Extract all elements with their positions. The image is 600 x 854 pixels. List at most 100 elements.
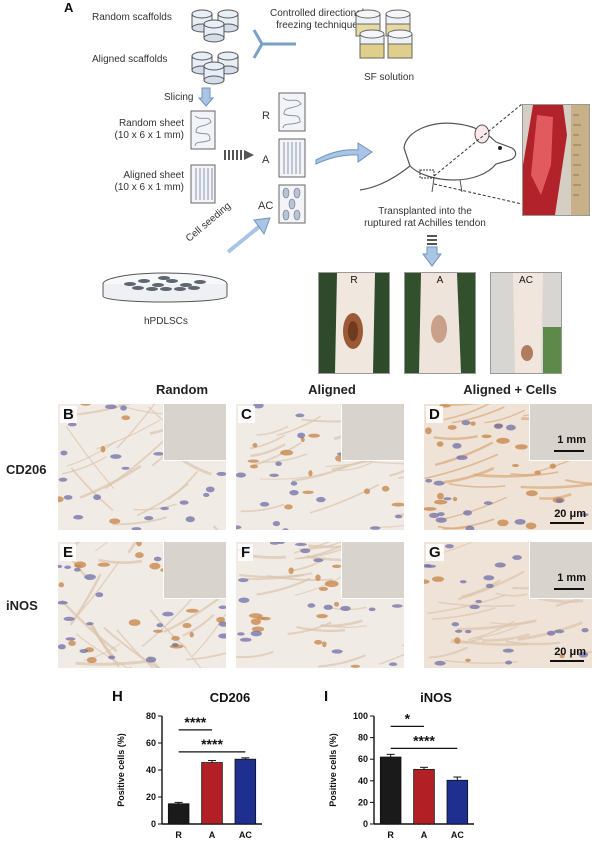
inset-scale-label: 1 mm: [557, 572, 586, 584]
column-title-aligned: Aligned: [308, 382, 356, 397]
chart-i-ytick-label-80: 80: [358, 733, 368, 743]
chart-i-bar-a: [413, 769, 435, 825]
chart-i-title: iNOS: [420, 690, 452, 705]
leg-photo-r-graphic: [319, 273, 389, 373]
random-sheet-line2: (10 x 6 x 1 mm): [114, 130, 184, 141]
rat-icon: [360, 122, 517, 193]
aligned-sheet-line2: (10 x 6 x 1 mm): [114, 182, 184, 193]
cell-seeding-arrow-icon: [226, 217, 271, 254]
leg-photo-r: R: [318, 272, 390, 374]
scaffold-r-icon: [278, 92, 306, 132]
panel-letter-f: F: [238, 544, 254, 561]
panel-letter-d: D: [426, 406, 443, 423]
panel-letter-i: I: [324, 688, 329, 705]
slicing-arrow-icon: [198, 87, 214, 107]
chart-i-bar-ac: [446, 779, 469, 825]
leg-photo-a-graphic: [405, 273, 475, 373]
micrograph-g-inset: [529, 542, 592, 599]
freezing-arrow-icon: [252, 29, 296, 59]
micrograph-b-inset: [163, 404, 226, 461]
chart-i-ytick-label-100: 100: [353, 711, 368, 721]
chart-h-sig-label-1: ****: [201, 736, 223, 752]
chart-h-ytick-label-0: 0: [151, 819, 156, 829]
striped-arrow-icon: [224, 150, 254, 160]
surgery-photo: [522, 104, 590, 216]
scaffold-a-label: A: [262, 154, 270, 166]
down-arrow-icon: [422, 235, 442, 267]
scaffold-r-label: R: [262, 110, 270, 122]
chart-h-bar-r: [167, 803, 190, 825]
scaffold-ac-icon: [278, 184, 306, 224]
micrograph-e: E: [58, 542, 226, 668]
row-label-inos: iNOS: [6, 598, 38, 613]
column-title-random: Random: [156, 382, 208, 397]
transplant-line1: Transplanted into the: [378, 206, 472, 217]
panel-letter-g: G: [426, 544, 444, 561]
random-sheet-icon: [190, 110, 216, 150]
panel-letter-a: A: [64, 0, 74, 15]
transplant-arrow-icon: [315, 142, 373, 165]
random-sheet-line1: Random sheet: [118, 118, 184, 129]
freezing-line1: Controlled directional: [270, 8, 364, 19]
row-label-cd206: CD206: [6, 462, 47, 477]
micrograph-d-inset: [529, 404, 592, 461]
random-scaffolds-label: Random scaffolds: [92, 12, 172, 23]
chart-h-ytick-label-40: 40: [146, 765, 156, 775]
chart-h-ytick-label-80: 80: [146, 711, 156, 721]
sf-solution-label: SF solution: [364, 72, 415, 83]
aligned-scaffolds-icon: [191, 51, 239, 85]
aligned-scaffolds-label: Aligned scaffolds: [92, 54, 168, 65]
chart-i-xtick-label-r: R: [387, 830, 394, 840]
chart-i-ytick-label-0: 0: [363, 819, 368, 829]
panel-letter-b: B: [60, 406, 77, 423]
leg-photo-ac-graphic: [491, 273, 561, 373]
hpdlscs-label: hPDLSCs: [144, 316, 188, 327]
micrograph-e-inset: [163, 542, 226, 599]
sf-solution-icon: [355, 9, 413, 59]
freezing-line2: freezing technique: [276, 20, 358, 31]
chart-i-xtick-label-a: A: [421, 830, 428, 840]
micrograph-f: F: [236, 542, 404, 668]
micrograph-c-inset: [341, 404, 404, 461]
leg-photo-a: A: [404, 272, 476, 374]
leg-photo-a-label: A: [436, 275, 444, 286]
chart-i-ylabel: Positive cells (%): [328, 733, 338, 807]
main-scale-label: 20 μm: [554, 508, 586, 520]
surgery-photo-graphic: [523, 105, 589, 215]
micrograph-c: C: [236, 404, 404, 530]
scaffold-a-icon: [278, 138, 306, 178]
chart-h-sig-label-0: ****: [184, 714, 206, 730]
chart-h-bar-a: [201, 762, 223, 825]
chart-h-xtick-label-r: R: [175, 830, 182, 840]
leg-photo-ac: AC: [490, 272, 562, 374]
chart-h-ytick-label-20: 20: [146, 792, 156, 802]
leg-photo-ac-label: AC: [519, 275, 533, 286]
transplant-line2: ruptured rat Achilles tendon: [364, 218, 486, 229]
chart-h-bar-ac: [234, 758, 257, 825]
chart-h-xtick-label-ac: AC: [239, 830, 252, 840]
panel-letter-h: H: [112, 688, 123, 705]
column-title-aligned-cells: Aligned + Cells: [463, 382, 557, 397]
main-scale-bar: [550, 522, 584, 524]
random-sheet-label: Random sheet (10 x 6 x 1 mm): [112, 118, 184, 142]
chart-i-ytick-label-40: 40: [358, 776, 368, 786]
micrograph-b: B: [58, 404, 226, 530]
panel-letter-e: E: [60, 544, 77, 561]
chart-i-sig-label-1: ****: [413, 732, 435, 748]
chart-h-xtick-label-a: A: [209, 830, 216, 840]
random-scaffolds-icon: [191, 9, 239, 43]
scaffold-ac-label: AC: [258, 200, 274, 212]
petri-dish-icon: [102, 272, 228, 303]
slicing-label: Slicing: [164, 92, 194, 103]
chart-h-title: CD206: [209, 690, 251, 705]
aligned-sheet-icon: [190, 164, 216, 204]
chart-i-xtick-label-ac: AC: [451, 830, 464, 840]
panel-letter-c: C: [238, 406, 255, 423]
micrograph-f-inset: [341, 542, 404, 599]
chart-i-ytick-label-20: 20: [358, 797, 368, 807]
chart-i-bar-r: [379, 756, 402, 825]
